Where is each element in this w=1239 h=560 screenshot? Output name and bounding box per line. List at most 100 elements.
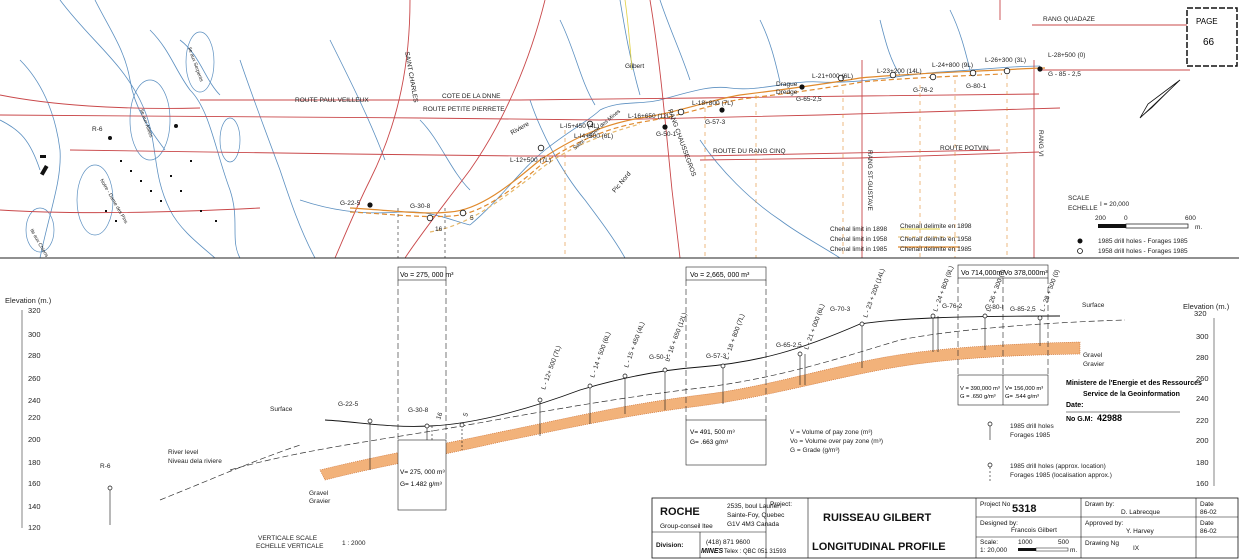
road-label-petite-pierrete: ROUTE PETITE PIERRETE (423, 106, 505, 113)
map-label-l24: L-24+800 (9L) (932, 62, 973, 69)
map-label-g50: G-50-1 (656, 131, 677, 138)
profile-label-16: 16 (435, 411, 444, 421)
project-no-label: Project No (980, 501, 1011, 508)
v-box-2: V= 491, 500 m³ (690, 429, 735, 436)
scale-tick-0: 0 (1124, 215, 1128, 222)
left-tick-200: 200 (28, 435, 41, 444)
scale-tick-600: 600 (1185, 215, 1196, 222)
def-vo: Vo = Volume over pay zone (m³) (790, 438, 883, 445)
map-label-r6: R-6 (92, 126, 103, 133)
volume-grade-boxes: V= 275, 000 m³ G= 1.482 g/m³ V= 491, 500… (397, 374, 1049, 511)
profile-surface-left: Surface (270, 406, 293, 413)
profile-label-g76: G-76-2 (942, 303, 963, 310)
map-label-l21: L-21+000 (6L) (812, 73, 853, 80)
map-label-l16: L-16+650 (12L) (628, 113, 673, 120)
road-network (0, 0, 1200, 259)
legend-delimite-1958: Chenail delimite en 1958 (900, 236, 972, 243)
profile-label-l16: L - 16 + 650 (12L) (664, 312, 688, 363)
place-dredge: Dredge (776, 89, 798, 96)
right-tick-180: 180 (1196, 458, 1209, 467)
profile-label-l18: L - 18 + 800 (7L) (723, 313, 746, 360)
ministry-date-label: Date: (1066, 402, 1084, 409)
company-address3: G1V 4M3 Canada (727, 521, 779, 528)
map-label-l18: L-18+800 (7L) (692, 100, 733, 107)
map-label-g22: G-22-5 (340, 200, 361, 207)
road-label-quadaze: RANG QUADAZE (1043, 16, 1096, 23)
profile-gravier-left: Gravier (309, 498, 331, 505)
profile-label-l15: L - 15 + 450 (4L) (623, 321, 646, 368)
road-label-potvin: ROUTE POTVIN (940, 145, 989, 152)
vo-box-2: Vo = 2,665, 000 m³ (690, 272, 750, 279)
g-box-4: G= .544 g/m³ (1005, 394, 1039, 400)
legend-limit-1958: Chenal limit in 1958 (830, 236, 887, 243)
date-label-2: Date (1200, 520, 1214, 527)
company-telex: Telex : QBC 051 31593 (724, 549, 787, 555)
north-arrow-icon (1139, 79, 1181, 119)
left-tick-240: 240 (28, 396, 41, 405)
map-label-16: 16 (435, 226, 443, 233)
left-tick-260: 260 (28, 374, 41, 383)
right-tick-160: 160 (1196, 479, 1209, 488)
map-label-g57: G-57-3 (705, 119, 726, 126)
division-label: Division: (656, 542, 683, 549)
vo-boxes: Vo = 275, 000 m³ Vo = 2,665, 000 m³ Vo 7… (397, 264, 1049, 440)
g-box-2: G= .663 g/m³ (690, 439, 729, 446)
legend-holes-1985: 1985 drill holes - Forages 1985 (1098, 238, 1188, 245)
approved-label: Approved by: (1085, 520, 1123, 527)
road-label-paul-veilleux: ROUTE PAUL VEILLEUX (295, 97, 369, 104)
scale-unit: m. (1195, 224, 1202, 231)
profile-label-l23: L - 23 + 200 (14L) (862, 268, 886, 319)
date-value-2: 86-02 (1200, 528, 1217, 535)
road-label-cote-dnne: COTE DE LA DNNE (442, 93, 501, 100)
left-tick-180: 180 (28, 458, 41, 467)
profile-label-g50: G-50-1 (649, 354, 670, 361)
vo-box-4: Vo 378,000m³ (1004, 270, 1048, 277)
ministry-gm-number: 42988 (1097, 413, 1122, 423)
river-level-line (159, 444, 301, 501)
profile-river-level: River level (168, 449, 199, 456)
designed-by: Francois Gilbert (1011, 527, 1057, 534)
left-tick-140: 140 (28, 502, 41, 511)
vo-box-3: Vo 714,000m³ (961, 270, 1005, 277)
scale-echelle: ECHELLE (1068, 205, 1098, 212)
channel-limits (349, 0, 1046, 233)
left-tick-160: 160 (28, 479, 41, 488)
river-network (0, 0, 1041, 259)
map-label-l14: L-I4+500 (6L) (574, 133, 613, 140)
v-box-4: V= 156,000 m³ (1005, 386, 1043, 392)
vscale-label: VERTICALE SCALE (258, 535, 318, 542)
approved-by: Y. Harvey (1126, 528, 1154, 535)
page-label: PAGE (1196, 17, 1218, 26)
company-phone: (418) 871 9600 (706, 539, 750, 546)
date-label-1: Date (1200, 501, 1214, 508)
drawn-label: Drawn by: (1085, 501, 1114, 508)
dh-1985-label-fr: Forages 1985 (1010, 432, 1050, 439)
right-tick-240: 240 (1196, 394, 1209, 403)
profile-label-g85: G-85-2,5 (1010, 306, 1036, 313)
gravel-pay-zone (319, 341, 1081, 481)
company-name: ROCHE (660, 506, 700, 518)
scale-tick-200: 200 (1095, 215, 1106, 222)
profile-label-g80: G-80-I (985, 304, 1004, 311)
left-tick-320: 320 (28, 306, 41, 315)
profile-hole-heads (107, 313, 1043, 491)
legend-holes-1958: 1958 drill holes - Forages 1985 (1098, 248, 1188, 255)
scale-label-tb: Scale: (980, 539, 998, 546)
v-box-3: V = 390,000 m³ (960, 386, 1000, 392)
profile-label-l12: L - 12+ 500 (7L) (540, 345, 562, 391)
surface-profile-line (324, 315, 1061, 427)
dh-1985-label: 1985 drill holes (1010, 423, 1054, 430)
map-label-g65: G-65-2,5 (796, 96, 822, 103)
right-elevation-axis: Elevation (m.) 320 300 280 260 240 220 2… (1183, 302, 1230, 488)
legend-delimite-1985: Chenail delimite en 1985 (900, 246, 972, 253)
map-label-l23: L-23+200 (14L) (877, 68, 922, 75)
profile-label-g57: G-57-3 (706, 353, 727, 360)
map-label-g80: G-80-1 (966, 83, 987, 90)
scale-value-tb: 1: 20,000 (980, 547, 1007, 554)
right-tick-260: 260 (1196, 374, 1209, 383)
vscale-label-fr: ECHELLE VERTICALE (256, 543, 324, 550)
dh-approx-label-fr: Forages 1985 (localisation approx.) (1010, 472, 1112, 479)
page-box: PAGE 66 (1186, 7, 1238, 67)
right-tick-280: 280 (1196, 353, 1209, 362)
